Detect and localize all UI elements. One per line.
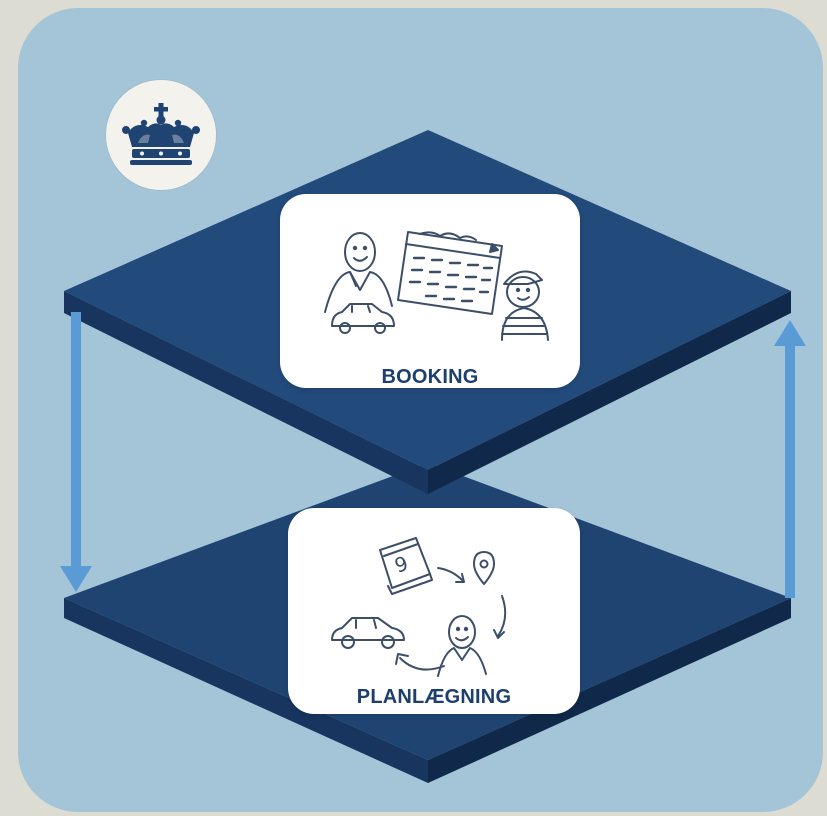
booking-card: BOOKING	[280, 194, 580, 388]
booking-illustration	[324, 231, 549, 341]
booking-label: BOOKING	[381, 366, 479, 388]
planning-card: 9	[288, 508, 580, 714]
logo-badge	[106, 80, 216, 190]
svg-text:9: 9	[392, 551, 412, 578]
planning-cycle-illustration: 9	[331, 537, 507, 677]
arrow-up-icon	[774, 320, 806, 598]
planning-label: PLANLÆGNING	[356, 686, 512, 708]
arrow-down-icon	[60, 312, 92, 592]
background-panel: BOOKING 9	[18, 8, 823, 812]
crown-icon	[122, 103, 200, 165]
